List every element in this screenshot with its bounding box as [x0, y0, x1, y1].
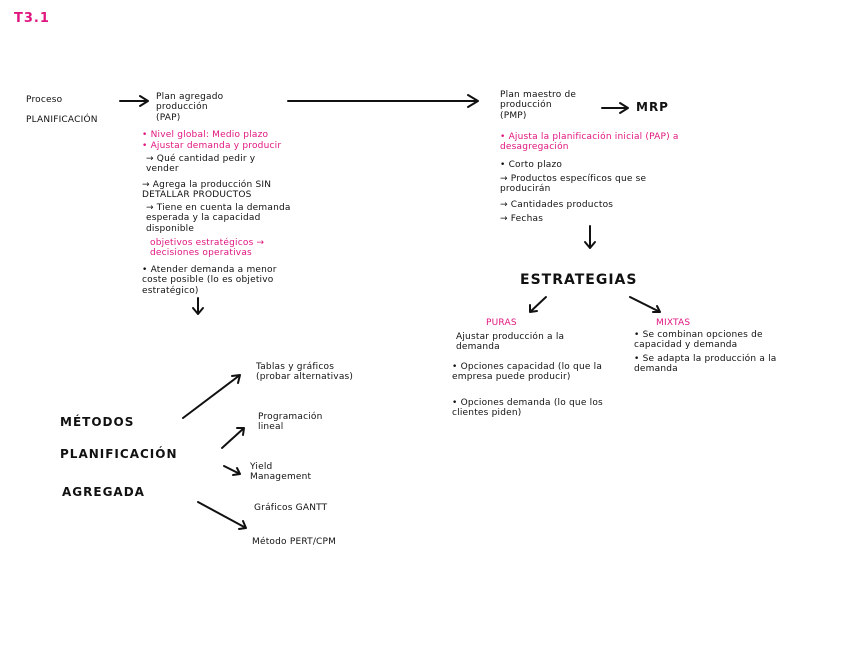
arrow-metodos-yield [223, 465, 241, 476]
arrow-estrategias-puras [529, 296, 547, 313]
puras-item-capacidad: • Opciones capacidad (lo que la empresa … [452, 362, 603, 383]
metodo-gantt: Gráficos GANTT [254, 503, 328, 513]
pap-atender: • Atender demanda a menor coste posible … [142, 265, 277, 296]
arrow-pmp-down [584, 225, 596, 249]
puras-label: PURAS [486, 318, 517, 328]
metodos-title-line3: AGREGADA [62, 485, 145, 499]
planificacion-label: PLANIFICACIÓN [26, 115, 98, 125]
pap-tiene: → Tiene en cuenta la demanda esperada y … [146, 203, 291, 234]
pmp-productos: → Productos específicos que se producirá… [500, 174, 647, 195]
arrow-pap-down [192, 297, 204, 315]
puras-desc: Ajustar producción a la demanda [456, 332, 565, 353]
arrow-pap-to-pmp [287, 94, 479, 108]
pap-niveles: objetivos estratégicos → decisiones oper… [150, 238, 265, 259]
puras-item-demanda: • Opciones demanda (lo que los clientes … [452, 398, 603, 419]
mixtas-item-adapta: • Se adapta la producción a la demanda [634, 354, 777, 375]
pmp-fechas: → Fechas [500, 214, 544, 224]
pap-cantidad: → Qué cantidad pedir y vender [146, 154, 256, 175]
mrp-label: MRP [636, 100, 669, 114]
metodo-tablas: Tablas y gráficos (probar alternativas) [256, 362, 354, 383]
pmp-cantidades: → Cantidades productos [500, 200, 614, 210]
arrow-metodos-tablas [182, 374, 241, 419]
pmp-title: Plan maestro de producción (PMP) [500, 90, 577, 121]
arrow-proceso-to-pap [119, 95, 149, 107]
pap-ajustar: • Ajustar demanda y producir [142, 141, 282, 151]
arrow-estrategias-mixtas [629, 296, 661, 313]
arrow-metodos-programacion [221, 427, 245, 449]
mixtas-item-combinan: • Se combinan opciones de capacidad y de… [634, 330, 763, 351]
metodo-programacion: Programación lineal [258, 412, 323, 433]
estrategias-title: ESTRATEGIAS [520, 272, 638, 288]
pmp-ajusta: • Ajusta la planificación inicial (PAP) … [500, 132, 679, 153]
pmp-corto: • Corto plazo [500, 160, 563, 170]
arrow-metodos-pert [197, 501, 247, 530]
metodo-pert: Método PERT/CPM [252, 537, 337, 547]
pap-agrega: → Agrega la producción SIN DETALLAR PROD… [142, 180, 272, 201]
metodos-title-line1: MÉTODOS [60, 415, 135, 429]
metodo-yield: Yield Management [250, 462, 312, 483]
pap-horizonte: • Nivel global: Medio plazo [142, 130, 269, 140]
proceso-label: Proceso [26, 95, 63, 105]
metodos-title-line2: PLANIFICACIÓN [60, 447, 178, 461]
pap-title: Plan agregado producción (PAP) [156, 92, 224, 123]
topic-tag: T3.1 [14, 11, 50, 26]
mixtas-label: MIXTAS [656, 318, 691, 328]
arrow-pmp-to-mrp [601, 102, 629, 114]
